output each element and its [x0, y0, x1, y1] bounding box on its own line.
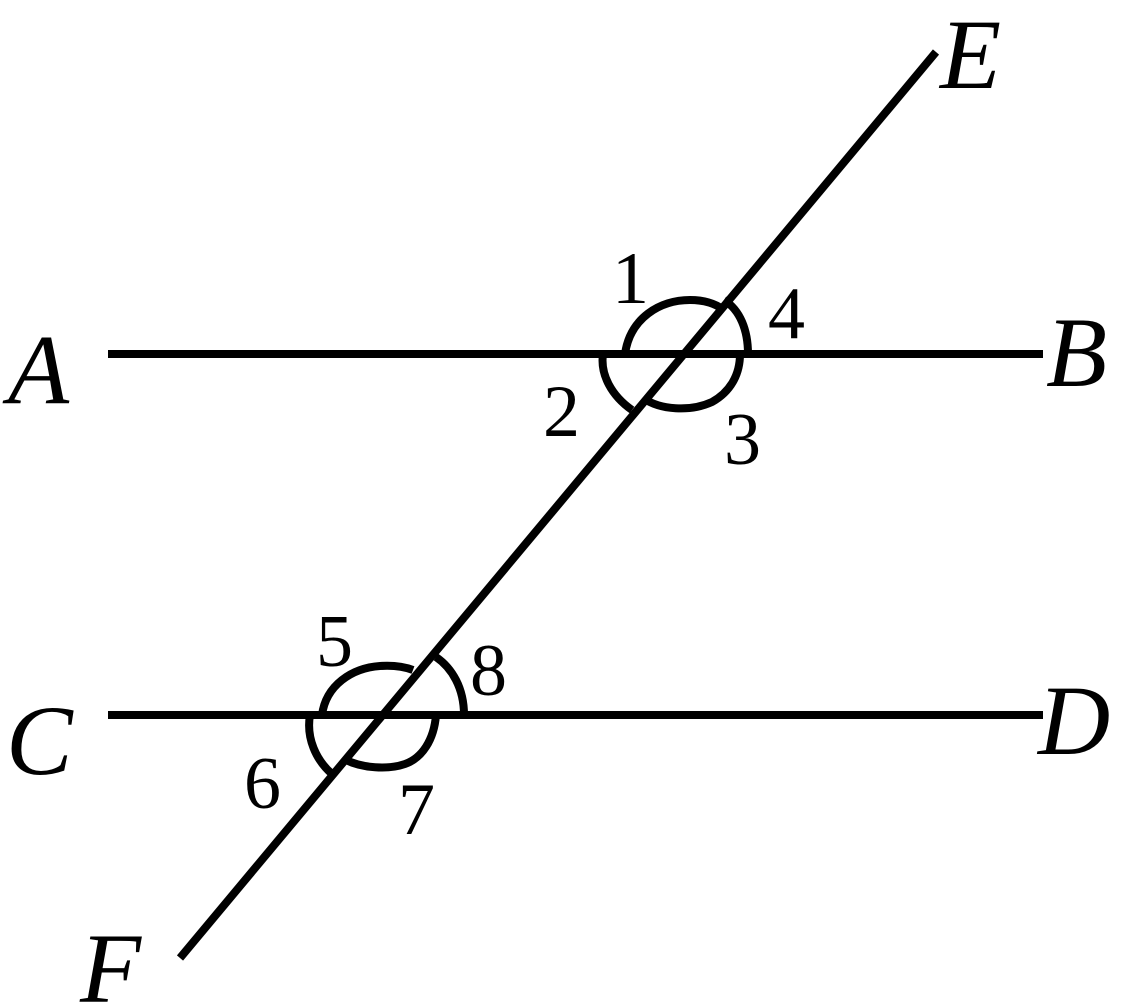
angle-label-6: 6: [244, 743, 281, 825]
angle-5-arc: [318, 661, 415, 716]
angle-label-1: 1: [612, 238, 649, 320]
point-label-a: A: [2, 314, 70, 425]
angle-label-5: 5: [316, 601, 353, 683]
angle-7-arc: [344, 714, 440, 772]
point-label-b: B: [1046, 297, 1107, 408]
angle-2-arc: [598, 353, 635, 414]
point-label-c: C: [6, 685, 74, 796]
point-label-f: F: [79, 913, 142, 1004]
angle-4-arc: [721, 296, 752, 355]
angle-8-arc: [433, 653, 468, 716]
angle-label-2: 2: [543, 371, 580, 453]
line-ef-transversal: [176, 49, 940, 961]
point-label-e: E: [938, 0, 1001, 110]
angle-6-arc: [305, 714, 335, 778]
angle-label-4: 4: [768, 273, 805, 355]
angle-label-8: 8: [470, 630, 507, 712]
angle-3-arc: [640, 353, 744, 413]
point-label-d: D: [1036, 665, 1110, 776]
angle-1-arc: [621, 295, 727, 355]
angle-label-7: 7: [398, 769, 435, 851]
angle-label-3: 3: [724, 399, 761, 481]
